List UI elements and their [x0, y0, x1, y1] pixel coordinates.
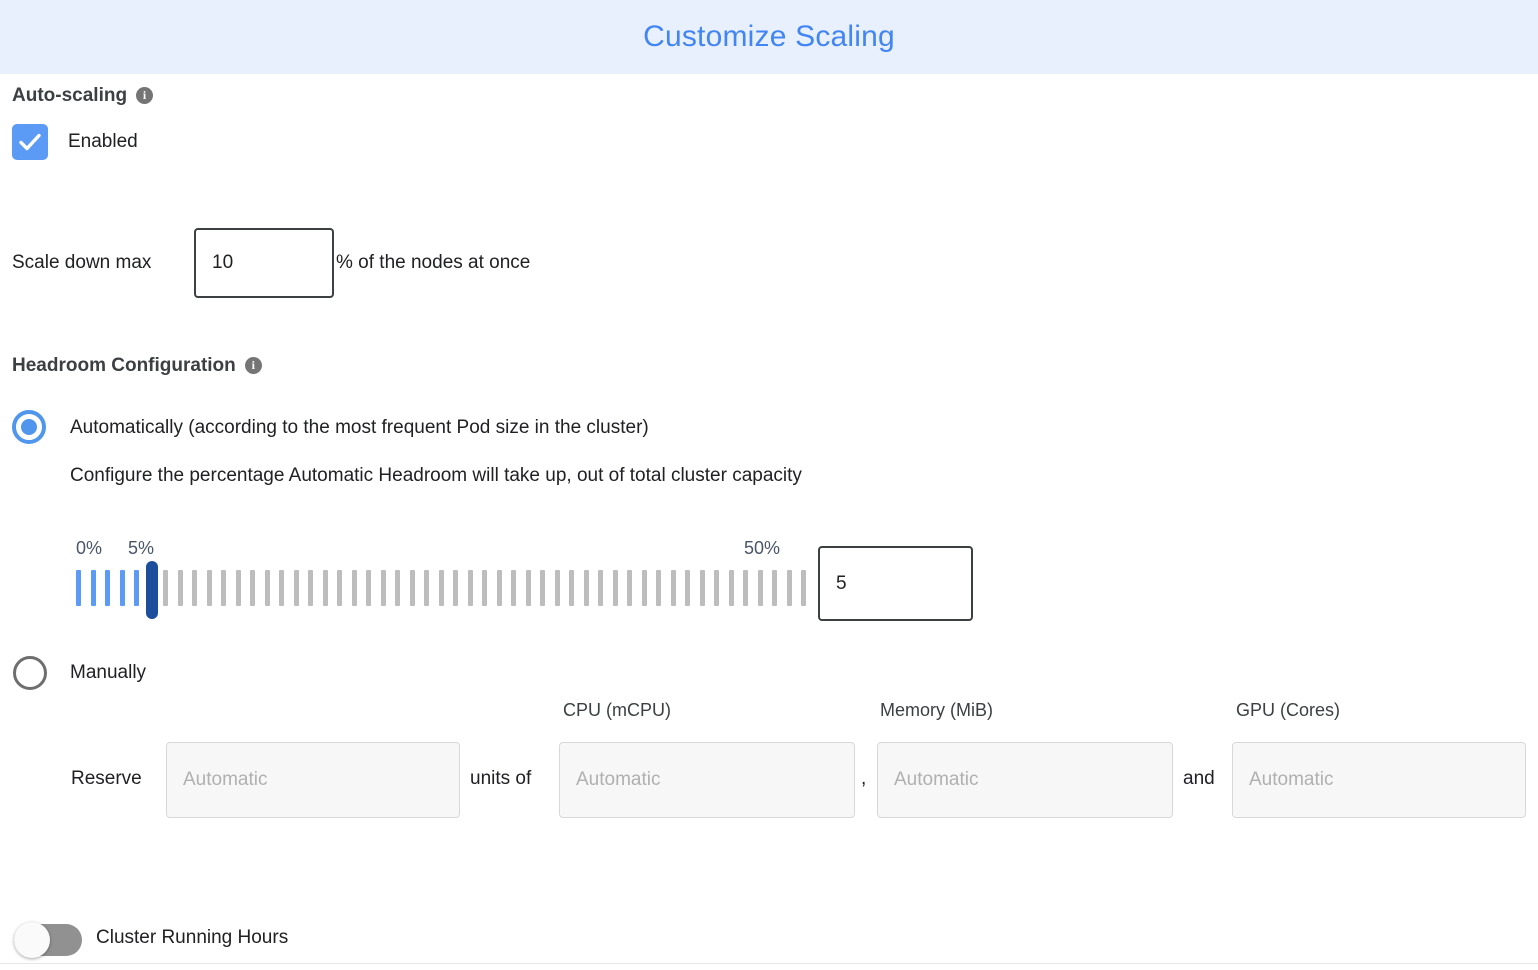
slider-min-label: 0% — [76, 538, 103, 558]
slider-tick[interactable] — [554, 570, 560, 606]
slider-tick[interactable] — [728, 570, 734, 606]
slider-tick[interactable] — [264, 570, 270, 606]
slider-tick[interactable] — [757, 570, 763, 606]
info-icon[interactable]: i — [136, 87, 154, 104]
radio-headroom-manual[interactable] — [13, 656, 47, 690]
headroom-label-text: Headroom Configuration — [12, 355, 236, 376]
headroom-section-label: Headroom Configuration i — [12, 355, 262, 377]
slider-tick[interactable] — [105, 570, 110, 606]
slider-tick[interactable] — [670, 570, 676, 606]
slider-tick[interactable] — [308, 570, 313, 606]
slider-tick[interactable] — [177, 570, 183, 606]
slider-tick[interactable] — [467, 570, 473, 606]
scale-down-max-suffix: % of the nodes at once — [336, 252, 531, 273]
slider-tick[interactable] — [801, 570, 806, 606]
cluster-running-hours-toggle[interactable] — [14, 922, 82, 958]
slider-tick[interactable] — [90, 570, 96, 606]
slider-tick[interactable] — [409, 570, 415, 606]
slider-tick[interactable] — [163, 570, 168, 606]
headroom-automatic-description: Configure the percentage Automatic Headr… — [70, 465, 802, 486]
slider-tick[interactable] — [627, 570, 632, 606]
slider-tick[interactable] — [322, 570, 328, 606]
slider-tick[interactable] — [424, 570, 429, 606]
scale-down-max-input[interactable] — [194, 228, 334, 298]
slider-tick[interactable] — [395, 570, 400, 606]
headroom-percent-input[interactable] — [818, 546, 973, 621]
slider-tick[interactable] — [250, 570, 255, 606]
slider-max-label: 50% — [744, 538, 781, 558]
slider-tick[interactable] — [482, 570, 487, 606]
slider-tick[interactable] — [235, 570, 241, 606]
slider-tick[interactable] — [743, 570, 748, 606]
units-of-label: units of — [470, 768, 532, 789]
info-icon[interactable]: i — [244, 357, 262, 374]
slider-tick[interactable] — [206, 570, 212, 606]
reserve-label: Reserve — [71, 768, 142, 789]
slider-tick[interactable] — [134, 570, 139, 606]
reserve-gpu-input[interactable] — [1232, 742, 1526, 818]
enabled-checkbox-label: Enabled — [68, 131, 138, 152]
column-header-memory: Memory (MiB) — [880, 700, 993, 720]
slider-tick[interactable] — [540, 570, 545, 606]
and-separator: and — [1183, 768, 1215, 789]
slider-tick[interactable] — [583, 570, 589, 606]
reserve-memory-input[interactable] — [877, 742, 1173, 818]
slider-tick[interactable] — [598, 570, 603, 606]
slider-tick[interactable] — [641, 570, 647, 606]
slider-tick[interactable] — [380, 570, 386, 606]
radio-headroom-manual-label: Manually — [70, 662, 147, 683]
slider-thumb[interactable] — [145, 561, 158, 619]
slider-tick[interactable] — [366, 570, 371, 606]
slider-tick[interactable] — [714, 570, 719, 606]
slider-tick[interactable] — [772, 570, 777, 606]
column-header-cpu: CPU (mCPU) — [563, 700, 671, 720]
reserve-units-input[interactable] — [166, 742, 460, 818]
slider-tick[interactable] — [293, 570, 299, 606]
slider-tick[interactable] — [76, 570, 81, 606]
slider-tick[interactable] — [351, 570, 357, 606]
slider-tick[interactable] — [525, 570, 531, 606]
toggle-knob — [14, 922, 50, 958]
slider-tick[interactable] — [612, 570, 618, 606]
slider-tick[interactable] — [656, 570, 661, 606]
slider-tick[interactable] — [699, 570, 705, 606]
cluster-running-hours-label: Cluster Running Hours — [96, 927, 289, 948]
slider-tick[interactable] — [438, 570, 444, 606]
auto-scaling-label-text: Auto-scaling — [12, 85, 128, 106]
slider-value-label: 5% — [128, 538, 155, 558]
slider-tick[interactable] — [511, 570, 516, 606]
slider-tick[interactable] — [685, 570, 690, 606]
slider-tick[interactable] — [496, 570, 502, 606]
comma-separator: , — [861, 768, 867, 789]
auto-scaling-section-label: Auto-scaling i — [12, 85, 154, 107]
scale-down-max-label: Scale down max — [12, 252, 152, 273]
slider-tick[interactable] — [786, 570, 792, 606]
slider-tick[interactable] — [569, 570, 574, 606]
radio-headroom-automatic-label: Automatically (according to the most fre… — [70, 417, 649, 438]
enabled-checkbox[interactable] — [12, 124, 48, 160]
bottom-divider — [0, 963, 1538, 964]
slider-tick[interactable] — [221, 570, 226, 606]
slider-tick[interactable] — [337, 570, 342, 606]
slider-tick[interactable] — [192, 570, 197, 606]
slider-tick[interactable] — [453, 570, 458, 606]
dialog-header: Customize Scaling — [0, 0, 1538, 74]
slider-tick[interactable] — [119, 570, 125, 606]
reserve-cpu-input[interactable] — [559, 742, 855, 818]
slider-tick[interactable] — [279, 570, 284, 606]
column-header-gpu: GPU (Cores) — [1236, 700, 1341, 720]
radio-headroom-automatic[interactable] — [12, 410, 46, 444]
check-icon — [19, 133, 41, 151]
page-title: Customize Scaling — [643, 20, 895, 53]
